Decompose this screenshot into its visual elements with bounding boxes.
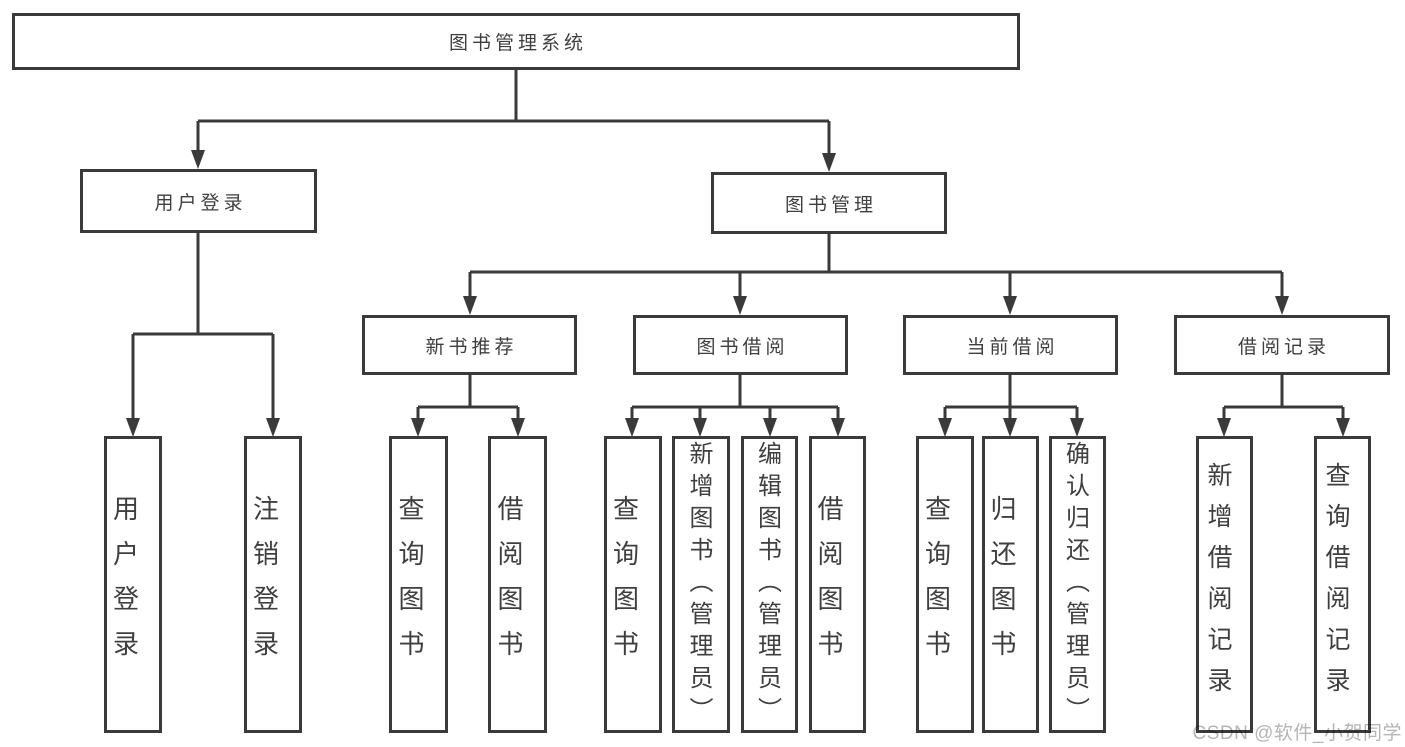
leaf-query-books-current: 查询图书 [916,436,974,733]
connector-user-login-to-leaves [126,232,280,437]
arrowhead [266,418,280,437]
node-borrowing-records: 借阅记录 [1174,315,1390,375]
node-label: 当前借阅 [966,336,1059,358]
leaf-label: 借阅图书 [814,494,844,675]
node-label: 借阅记录 [1237,336,1330,358]
leaf-label: 归还图书 [987,494,1017,675]
leaf-confirm-return-admin: 确认归还（管理员） [1049,436,1106,733]
leaf-add-borrow-record: 新增借阅记录 [1196,436,1253,733]
node-current-borrowing: 当前借阅 [903,315,1118,375]
node-new-book-recommend: 新书推荐 [362,315,577,375]
leaf-borrow-books-recommend: 借阅图书 [488,436,547,733]
node-label: 新书推荐 [425,336,518,358]
node-label: 图书借阅 [696,336,789,358]
arrowhead [126,418,140,437]
leaf-label: 新增图书（管理员） [685,440,712,729]
arrowhead [1003,418,1017,437]
node-user-login: 用户登录 [80,169,317,233]
connector-borrow-records-to-leaves [1217,375,1350,437]
leaf-label: 查询图书 [609,494,640,675]
node-book-management: 图书管理 [711,172,947,234]
arrowhead [191,150,205,169]
leaf-label: 新增借阅记录 [1204,461,1232,708]
connector-book-borrow-to-leaves [625,375,845,437]
leaf-user-login: 用户登录 [104,436,162,733]
leaf-label: 注销登录 [249,494,280,675]
connector-current-borrow-to-leaves [938,375,1084,437]
node-label: 图书管理 [784,194,877,216]
arrowhead [1217,418,1231,437]
leaf-label: 查询图书 [395,494,425,675]
leaf-label: 借阅图书 [494,494,524,675]
leaf-query-books-borrowing: 查询图书 [604,436,662,733]
leaf-label: 查询借阅记录 [1322,461,1350,708]
leaf-edit-book-admin: 编辑图书（管理员） [741,436,798,733]
arrowhead [822,153,836,172]
node-library-management-system: 图书管理系统 [12,13,1020,70]
leaf-add-book-admin: 新增图书（管理员） [672,436,730,733]
arrowhead [511,418,525,437]
arrowhead [1070,418,1084,437]
leaf-return-books: 归还图书 [982,436,1039,733]
node-label: 用户登录 [154,192,247,214]
connector-new-book-rec-to-leaves [411,375,525,437]
node-book-borrowing: 图书借阅 [633,315,848,375]
connector-book-mgmt-to-level3 [463,234,1289,315]
leaf-query-borrow-record: 查询借阅记录 [1314,436,1371,733]
arrowhead [411,418,425,437]
arrowhead [1275,296,1289,315]
node-label: 图书管理系统 [448,33,587,54]
arrowhead [463,296,477,315]
arrowhead [938,418,952,437]
arrowhead [625,418,639,437]
arrowhead [693,418,707,437]
leaf-label: 确认归还（管理员） [1061,440,1089,729]
leaf-query-books-recommend: 查询图书 [389,436,448,733]
leaf-borrow-books-borrowing: 借阅图书 [809,436,866,733]
csdn-watermark: CSDN @软件_小贺同学 [1192,723,1402,744]
leaf-label: 用户登录 [109,494,140,675]
leaf-label: 编辑图书（管理员） [753,440,781,729]
connector-root-to-level2 [191,70,836,172]
arrowhead [733,296,747,315]
arrowhead [1336,418,1350,437]
arrowhead [1003,296,1017,315]
leaf-label: 查询图书 [921,494,952,675]
arrowhead [831,418,845,437]
leaf-logout: 注销登录 [244,436,302,733]
arrowhead [763,418,777,437]
